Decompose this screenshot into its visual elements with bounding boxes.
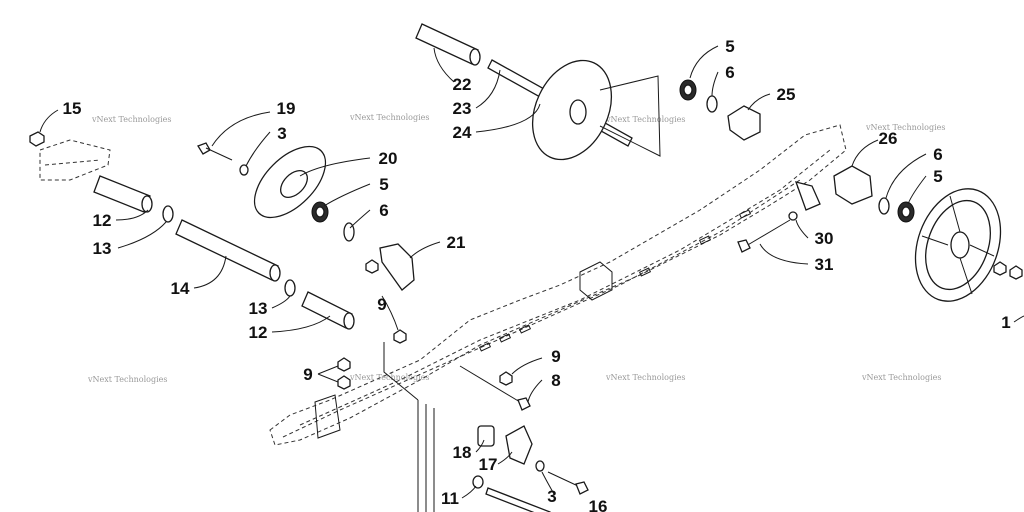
callout-25: 25 xyxy=(777,85,796,104)
callout-labels: 15 19 3 20 5 6 21 12 13 14 13 12 9 9 9 8… xyxy=(63,37,1011,512)
callout-14: 14 xyxy=(171,279,190,298)
callout-3: 3 xyxy=(547,487,556,506)
callout-9: 9 xyxy=(551,347,560,366)
callout-26: 26 xyxy=(879,129,898,148)
callout-5: 5 xyxy=(379,175,388,194)
watermark: vNext Technologies xyxy=(349,373,429,382)
callout-13: 13 xyxy=(249,299,268,318)
callout-23: 23 xyxy=(453,99,472,118)
leader-lines xyxy=(39,45,1024,499)
callout-9: 9 xyxy=(377,295,386,314)
callout-31: 31 xyxy=(815,255,834,274)
callout-9: 9 xyxy=(303,365,312,384)
watermark: vNext Technologies xyxy=(349,113,429,122)
callout-5: 5 xyxy=(725,37,734,56)
watermarks: vNext Technologies vNext Technologies vN… xyxy=(87,113,945,384)
watermark: vNext Technologies xyxy=(87,375,167,384)
callout-20: 20 xyxy=(379,149,398,168)
callout-11: 11 xyxy=(441,489,459,508)
callout-8: 8 xyxy=(551,371,560,390)
callout-19: 19 xyxy=(277,99,296,118)
callout-5: 5 xyxy=(933,167,942,186)
watermark: vNext Technologies xyxy=(605,115,685,124)
callout-1: 1 xyxy=(1001,313,1010,332)
watermark: vNext Technologies xyxy=(605,373,685,382)
watermark: vNext Technologies xyxy=(861,373,941,382)
callout-6: 6 xyxy=(379,201,388,220)
callout-6: 6 xyxy=(725,63,734,82)
callout-21: 21 xyxy=(447,233,466,252)
slide-rail xyxy=(39,124,847,446)
parts xyxy=(29,23,1023,512)
callout-17: 17 xyxy=(479,455,498,474)
callout-16: 16 xyxy=(589,497,608,512)
callout-22: 22 xyxy=(453,75,472,94)
callout-24: 24 xyxy=(453,123,472,142)
callout-6: 6 xyxy=(933,145,942,164)
callout-13: 13 xyxy=(93,239,112,258)
callout-12: 12 xyxy=(249,323,268,342)
watermark: vNext Technologies xyxy=(91,115,171,124)
callout-15: 15 xyxy=(63,99,82,118)
callout-3: 3 xyxy=(277,124,286,143)
callout-30: 30 xyxy=(815,229,834,248)
callout-12: 12 xyxy=(93,211,112,230)
watermark: vNext Technologies xyxy=(865,123,945,132)
callout-18: 18 xyxy=(453,443,472,462)
